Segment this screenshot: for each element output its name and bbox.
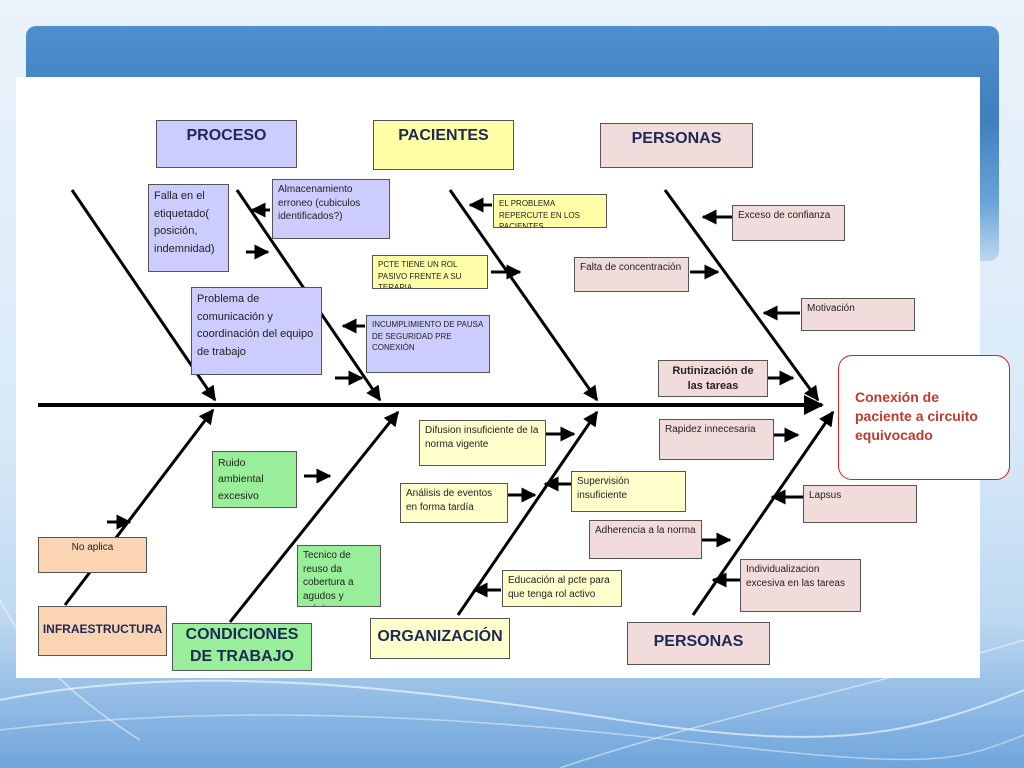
- cause-educacion-pcte: Educación al pcte para que tenga rol act…: [502, 570, 622, 607]
- category-organizacion: ORGANIZACIÓN: [370, 618, 510, 659]
- cause-difusion-insuficiente: Difusion insuficiente de la norma vigent…: [419, 420, 546, 466]
- cause-label: Almacenamiento erroneo (cubiculos identi…: [278, 184, 361, 222]
- cause-label: Lapsus: [809, 490, 842, 501]
- category-personas-bottom: PERSONAS: [627, 622, 770, 665]
- cause-exceso-confianza: Exceso de confianza: [732, 205, 845, 241]
- cause-label: Tecnico de reuso da cobertura a agudos y…: [303, 550, 354, 606]
- effect-label: Conexión de paciente a circuito equivoca…: [855, 389, 978, 443]
- cause-problema-comunicacion: Problema de comunicación y coordinación …: [191, 287, 322, 375]
- category-infraestructura: INFRAESTRUCTURA: [38, 606, 167, 656]
- cause-lapsus: Lapsus: [803, 485, 917, 523]
- cause-label: No aplica: [71, 542, 114, 553]
- cause-rapidez-innecesaria: Rapidez innecesaria: [659, 419, 774, 460]
- cause-label: Rapidez innecesaria: [665, 424, 756, 435]
- cause-supervision-insuficiente: Supervisión insuficiente: [571, 471, 686, 512]
- category-label: PROCESO: [186, 127, 267, 144]
- cause-tecnico-reuso: Tecnico de reuso da cobertura a agudos y…: [297, 545, 381, 607]
- category-pacientes: PACIENTES: [373, 120, 514, 170]
- cause-no-aplica: No aplica: [38, 537, 147, 573]
- cause-almacenamiento: Almacenamiento erroneo (cubiculos identi…: [272, 179, 390, 239]
- cause-analisis-eventos: Análisis de eventos en forma tardía: [400, 483, 508, 523]
- cause-incumplimiento-pausa: INCUMPLIMIENTO DE PAUSA DE SEGURIDAD PRE…: [366, 315, 490, 373]
- cause-falta-concentracion: Falta de concentración: [574, 257, 689, 292]
- cause-label: PCTE TIENE UN ROL PASIVO FRENTE A SU TER…: [378, 260, 462, 289]
- cause-label: Individualizacion excesiva en las tareas: [746, 564, 845, 589]
- effect-box: Conexión de paciente a circuito equivoca…: [838, 355, 1010, 480]
- cause-label: Difusion insuficiente de la norma vigent…: [425, 425, 539, 450]
- category-label: CONDICIONES DE TRABAJO: [185, 625, 299, 665]
- cause-individualizacion: Individualizacion excesiva en las tareas: [740, 559, 861, 612]
- cause-label: Problema de comunicación y coordinación …: [197, 293, 314, 358]
- cause-label: INCUMPLIMIENTO DE PAUSA DE SEGURIDAD PRE…: [372, 320, 483, 353]
- cause-adherencia-norma: Adherencia a la norma: [589, 520, 702, 559]
- cause-label: Ruido ambiental excesivo (alarmas): [218, 457, 264, 507]
- category-proceso: PROCESO: [156, 120, 297, 168]
- category-condiciones-trabajo: CONDICIONES DE TRABAJO: [172, 623, 312, 671]
- cause-label: Rutinización de las tareas: [672, 365, 754, 392]
- cause-motivacion: Motivación: [801, 298, 915, 331]
- cause-label: Falla en el etiquetado( posición, indemn…: [154, 190, 215, 255]
- cause-label: Educación al pcte para que tenga rol act…: [508, 575, 610, 600]
- cause-arrows: [107, 197, 803, 598]
- category-personas-top: PERSONAS: [600, 123, 753, 168]
- cause-label: EL PROBLEMA REPERCUTE EN LOS PACIENTES: [499, 199, 580, 228]
- cause-label: Exceso de confianza: [738, 210, 831, 221]
- cause-label: Motivación: [807, 303, 855, 314]
- category-label: PERSONAS: [631, 130, 722, 147]
- cause-label: Supervisión insuficiente: [577, 476, 630, 501]
- cause-label: Adherencia a la norma: [595, 525, 696, 536]
- cause-problema-repercute: EL PROBLEMA REPERCUTE EN LOS PACIENTES: [493, 194, 607, 228]
- category-label: PERSONAS: [653, 633, 744, 651]
- cause-label: Análisis de eventos en forma tardía: [406, 488, 493, 513]
- category-label: INFRAESTRUCTURA: [42, 622, 163, 637]
- cause-label: Falta de concentración: [580, 262, 682, 273]
- cause-ruido-ambiental: Ruido ambiental excesivo (alarmas): [212, 451, 297, 508]
- cause-falla-etiquetado: Falla en el etiquetado( posición, indemn…: [148, 184, 229, 272]
- category-label: PACIENTES: [398, 127, 489, 144]
- category-label: ORGANIZACIÓN: [377, 628, 503, 646]
- cause-pcte-rol-pasivo: PCTE TIENE UN ROL PASIVO FRENTE A SU TER…: [372, 255, 488, 289]
- cause-rutinizacion: Rutinización de las tareas: [658, 360, 768, 397]
